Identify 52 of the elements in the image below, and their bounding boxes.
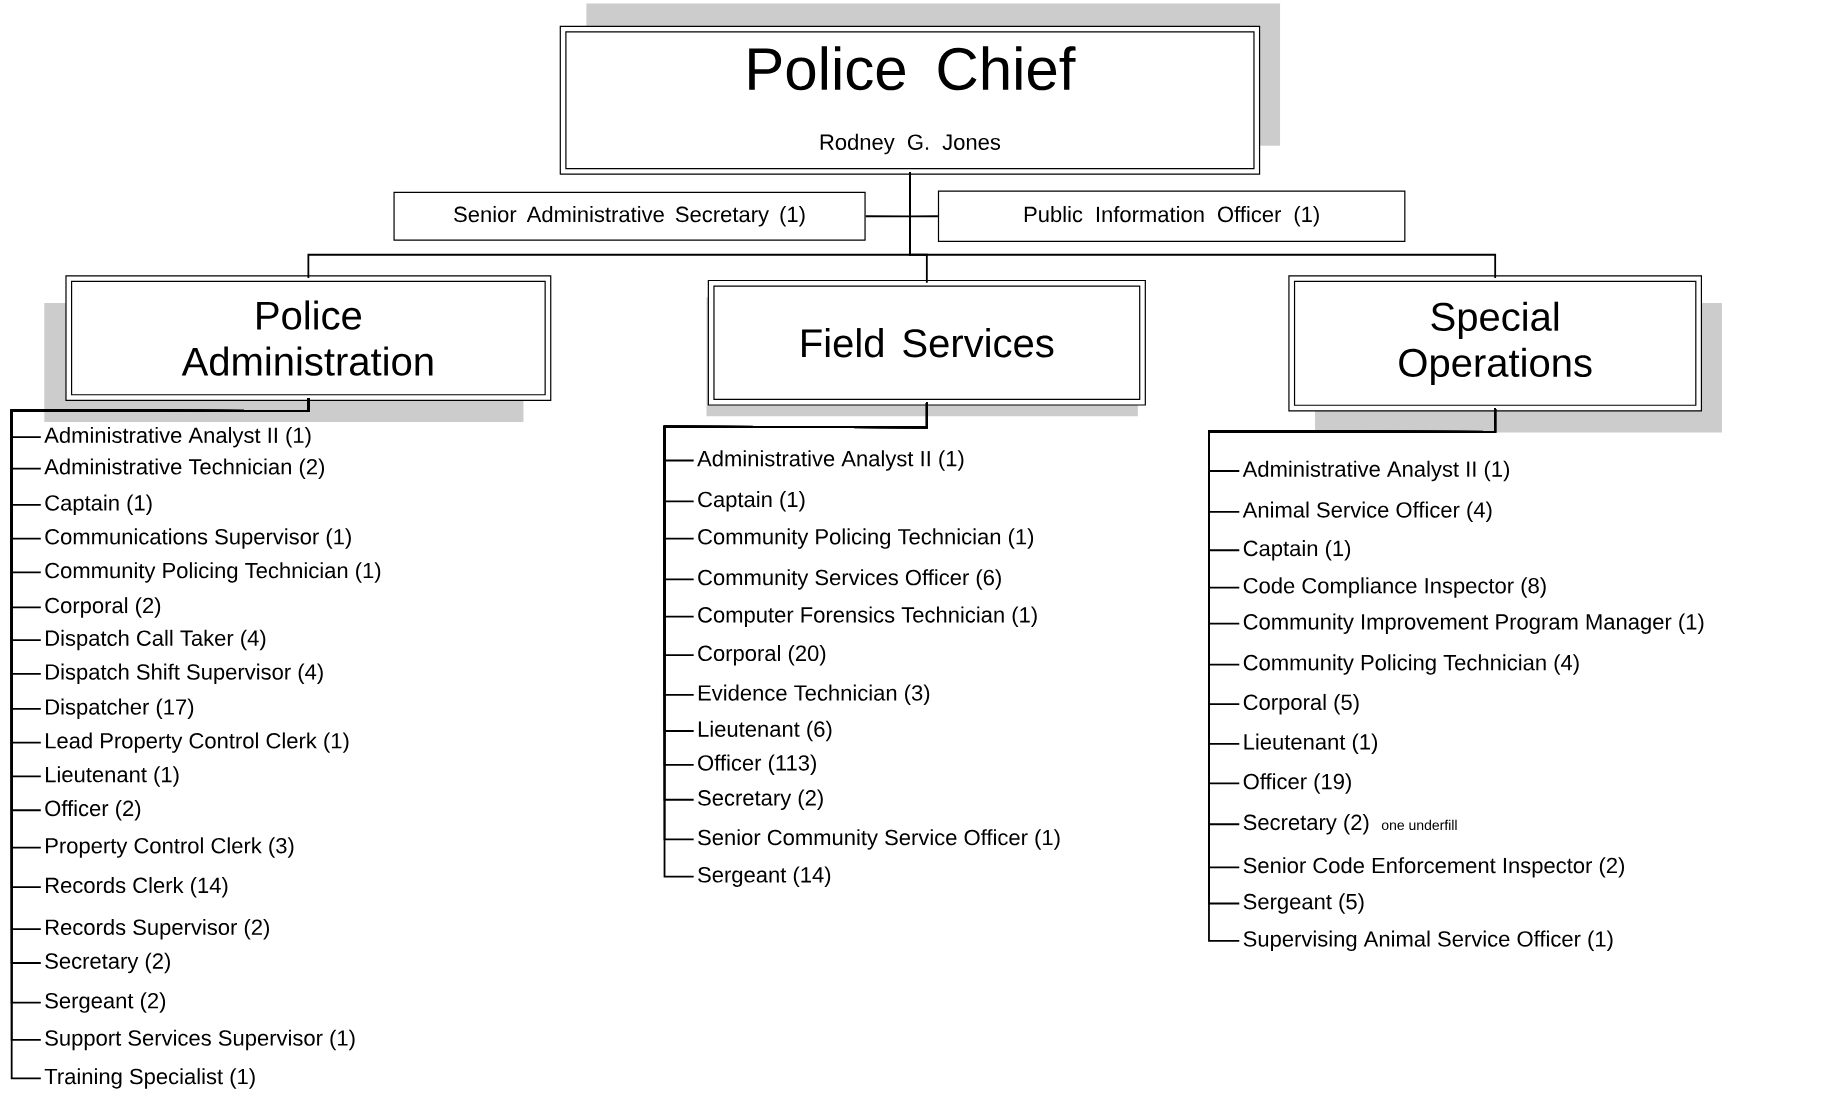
position-label: Dispatch Shift Supervisor (4): [46, 663, 323, 685]
position-label: Property Control Clerk (3): [46, 837, 294, 859]
division-box: Special Operations: [1288, 275, 1722, 433]
position-label: Officer (2): [45, 800, 141, 821]
position-label: Lead Property Control Clerk (1): [46, 732, 349, 754]
position-label: Secretary (2): [698, 789, 823, 811]
position-label: Officer (19): [1243, 773, 1351, 794]
position-label: Dispatcher (17): [46, 698, 194, 720]
position-label: Officer (113): [698, 754, 816, 776]
position-label: Lieutenant (6): [698, 720, 832, 742]
position-label: Corporal (5): [1243, 694, 1359, 715]
position-label: Training Specialist (1): [44, 1068, 255, 1089]
position-label: Supervising Animal Service Officer (1): [1243, 930, 1613, 952]
position-label: Community Policing Technician (4): [1243, 654, 1579, 675]
position-label: Records Clerk (14): [46, 877, 228, 898]
position-label: Communications Supervisor (1): [45, 528, 351, 550]
position-label: Secretary (2): [45, 952, 170, 974]
position-label: Evidence Technician (3): [698, 684, 930, 706]
position-label: Animal Service Officer (4): [1242, 501, 1492, 523]
position-label: Senior Code Enforcement Inspector (2): [1243, 857, 1624, 878]
position-label: Community Policing Technician (1): [698, 528, 1034, 550]
position-label: Computer Forensics Technician (1): [698, 606, 1037, 628]
position-label: Administrative Analyst II (1): [44, 427, 311, 448]
position-label: Lieutenant (1): [46, 766, 179, 787]
position-label: Secretary (2): [1243, 814, 1369, 835]
position-box: Senior Administrative Secretary (1): [393, 192, 866, 241]
position-label: Dispatch Call Taker (4): [46, 630, 266, 651]
position-label: Corporal (20): [698, 645, 826, 666]
connector: [909, 171, 1497, 280]
position-label: Sergeant (5): [1243, 893, 1364, 914]
position-label: Sergeant (2): [45, 992, 166, 1014]
position-label: Sergeant (14): [698, 866, 831, 888]
position-label: Support Services Supervisor (1): [45, 1029, 355, 1051]
position-label: Administrative Analyst II (1): [697, 450, 964, 471]
division-box: Field Services: [706, 280, 1146, 417]
position-label: Captain (1): [698, 491, 805, 512]
note: one underfill: [1381, 820, 1457, 831]
position-label: Records Supervisor (2): [46, 919, 269, 940]
position-label: Senior Community Service Officer (1): [698, 829, 1060, 850]
position-label: Community Policing Technician (1): [45, 562, 381, 583]
position-label: Code Compliance Inspector (8): [1243, 577, 1546, 599]
position-label: Administrative Technician (2): [44, 458, 324, 480]
position-label: Corporal (2): [45, 597, 161, 618]
position-label: Lieutenant (1): [1244, 733, 1378, 755]
title-box: Police Chief Rodney G. Jones: [559, 3, 1281, 175]
position-label: Administrative Analyst II (1): [1242, 461, 1510, 482]
position-label: Community Improvement Program Manager (1): [1243, 613, 1704, 635]
division-box: Police Administration: [44, 275, 552, 423]
position-label: Captain (1): [1243, 540, 1351, 561]
position-label: Captain (1): [45, 494, 152, 516]
position-label: Community Services Officer (6): [698, 569, 1001, 590]
position-box: Public Information Officer (1): [937, 190, 1406, 243]
